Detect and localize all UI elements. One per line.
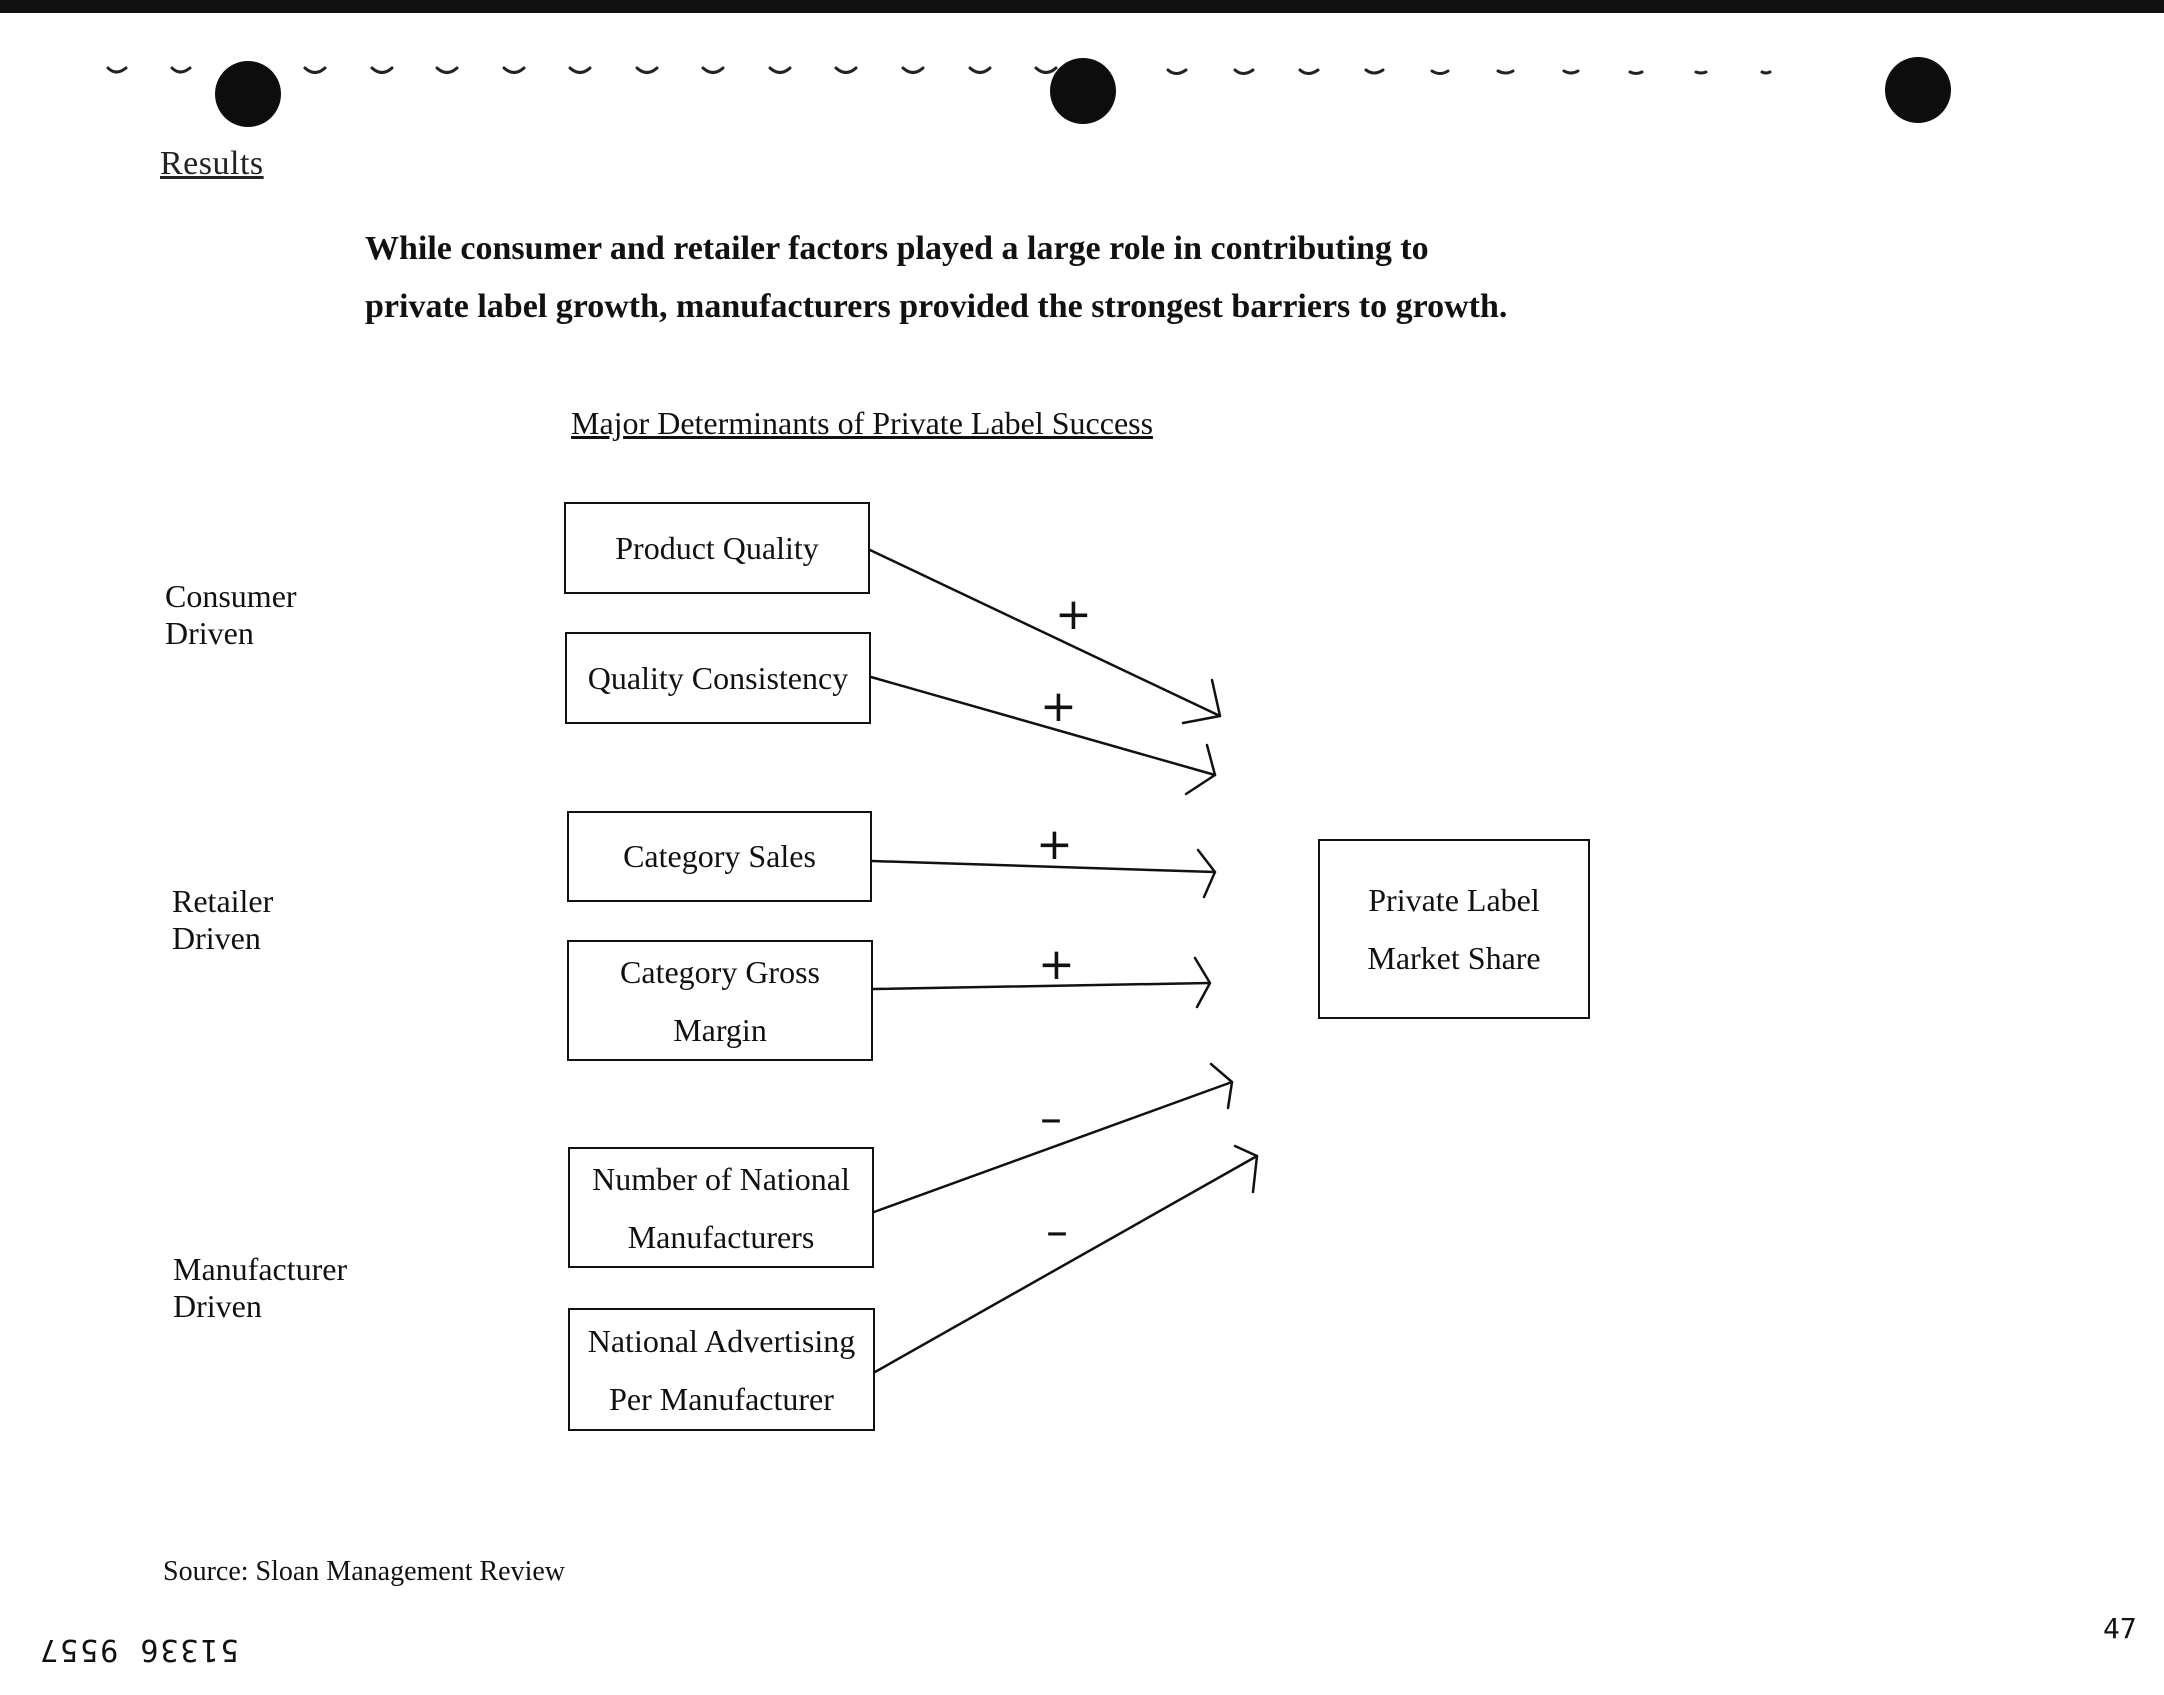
group-label-line: Driven: [173, 1288, 262, 1324]
factor-label: Manufacturers: [627, 1218, 815, 1255]
outcome-label: Private Label: [1368, 882, 1540, 918]
sign-category-sales: +: [1036, 819, 1073, 870]
punch-hole-center: [1050, 58, 1116, 124]
group-label-manufacturer: Manufacturer Driven: [173, 1251, 347, 1325]
group-label-line: Manufacturer: [173, 1251, 348, 1287]
factor-label: Margin: [673, 1011, 767, 1048]
factor-label: Per Manufacturer: [609, 1380, 834, 1417]
factor-label: Quality Consistency: [587, 659, 849, 696]
sign-product-quality: +: [1055, 589, 1092, 640]
factor-box-quality-consistency: Quality Consistency: [565, 632, 871, 724]
arrow-category-gross-margin: [871, 956, 1212, 1009]
sign-national-advertising: –: [1046, 1206, 1068, 1257]
source-citation: Source: Sloan Management Review: [163, 1556, 566, 1587]
factor-label: National Advertising: [587, 1322, 856, 1359]
factor-box-category-sales: Category Sales: [567, 811, 872, 902]
arrow-quality-consistency: [869, 675, 1217, 796]
page-number: 47: [2103, 1612, 2137, 1645]
factor-box-category-gross-margin: Category Gross Margin: [567, 940, 873, 1061]
group-label-consumer: Consumer Driven: [165, 578, 297, 652]
factor-box-national-advertising: National Advertising Per Manufacturer: [568, 1308, 875, 1431]
sign-category-gross-margin: +: [1038, 939, 1075, 990]
factor-box-product-quality: Product Quality: [564, 502, 870, 594]
intro-line-2: private label growth, manufacturers prov…: [365, 288, 1508, 325]
factor-box-national-manufacturers: Number of National Manufacturers: [568, 1147, 874, 1268]
outcome-label: Market Share: [1367, 940, 1541, 976]
group-label-retailer: Retailer Driven: [172, 883, 273, 957]
group-label-line: Driven: [172, 920, 261, 956]
arrow-product-quality: [868, 548, 1222, 725]
section-heading: Results: [160, 145, 264, 182]
diagram-title: Major Determinants of Private Label Succ…: [571, 405, 1154, 441]
factor-label: Category Sales: [623, 838, 816, 874]
intro-text: While consumer and retailer factors play…: [365, 220, 1745, 336]
punch-hole-left: [215, 61, 281, 127]
document-stamp: 51336 9557: [38, 1632, 239, 1667]
sign-national-manufacturers: –: [1040, 1093, 1062, 1144]
arrow-category-sales: [870, 848, 1217, 899]
factor-label: Category Gross: [620, 953, 820, 990]
intro-line-1: While consumer and retailer factors play…: [365, 230, 1429, 267]
perforation-marks: [106, 66, 1772, 75]
sign-quality-consistency: +: [1040, 681, 1077, 732]
group-label-line: Driven: [165, 615, 254, 651]
arrow-national-advertising: [873, 1144, 1259, 1374]
page-top-edge: [0, 0, 2164, 13]
punch-hole-right: [1885, 57, 1951, 123]
arrow-national-manufacturers: [872, 1062, 1234, 1214]
factor-label: Number of National: [592, 1160, 850, 1197]
group-label-line: Consumer: [165, 578, 297, 614]
group-label-line: Retailer: [172, 883, 274, 919]
factor-label: Product Quality: [615, 529, 819, 566]
outcome-box-private-label-market-share: Private Label Market Share: [1318, 839, 1590, 1019]
